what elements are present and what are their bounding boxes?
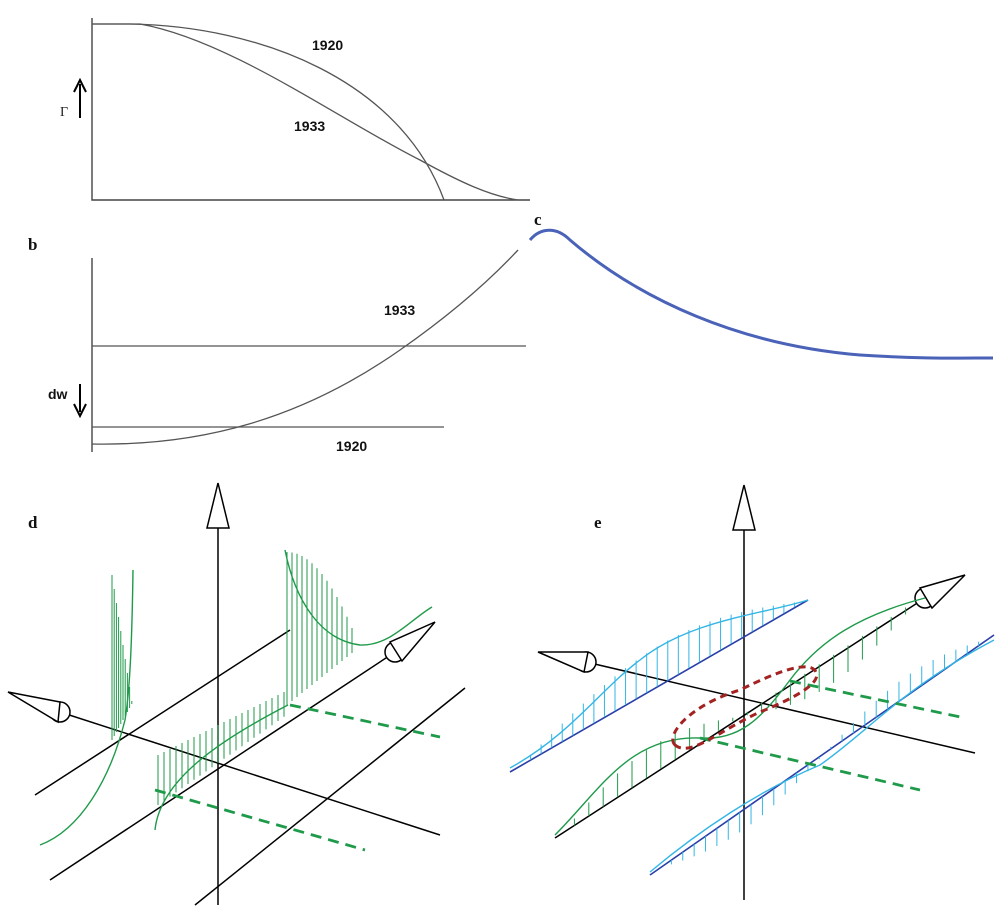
green-curve-d1 — [39, 569, 134, 846]
green-curve-e1 — [554, 597, 926, 836]
panel-a-axes — [91, 18, 530, 201]
up-cone-icon-e — [732, 484, 756, 531]
curve-1920 — [92, 23, 445, 201]
cyan-curve-e2 — [649, 639, 995, 873]
label-1933-b: 1933 — [384, 302, 415, 318]
green-dash-e2 — [699, 736, 921, 792]
axes-3d-e — [537, 484, 976, 900]
panel-c: c — [528, 210, 994, 360]
blue-line-e2 — [649, 634, 995, 876]
green-curve-d2 — [284, 549, 433, 646]
green-dash-d2 — [154, 788, 366, 852]
label-1920-b: 1920 — [336, 438, 367, 454]
up-arrow-icon — [73, 77, 87, 118]
wave-hatch-e — [530, 602, 980, 865]
green-dash-e1 — [789, 679, 966, 720]
label-1920-a: 1920 — [312, 37, 343, 53]
curve-c — [528, 228, 994, 360]
gamma-symbol: Γ — [60, 105, 68, 120]
axes-3d-d — [7, 482, 466, 906]
dw-symbol: dw — [48, 386, 68, 402]
blue-line-e1 — [509, 599, 809, 773]
panel-a: 1920 1933 Γ — [60, 18, 530, 201]
green-curve-d3 — [154, 704, 289, 831]
panel-c-letter: c — [534, 210, 542, 229]
panel-d-letter: d — [28, 513, 38, 532]
green-dash-d1 — [289, 703, 441, 739]
up-cone-icon-d — [206, 482, 230, 529]
panel-d: d — [7, 482, 466, 906]
panel-b: b 1933 1920 dw — [28, 235, 526, 454]
red-dashed-loop — [671, 665, 819, 750]
cyan-curve-e1 — [509, 599, 809, 769]
curve-1933-b — [91, 249, 519, 445]
curve-1933 — [92, 23, 519, 201]
wave-hatch-d — [111, 552, 353, 805]
panel-e-letter: e — [594, 513, 602, 532]
label-1933-a: 1933 — [294, 118, 325, 134]
down-arrow-icon — [73, 384, 87, 419]
panel-e: e — [509, 484, 995, 900]
panel-b-letter: b — [28, 235, 37, 254]
